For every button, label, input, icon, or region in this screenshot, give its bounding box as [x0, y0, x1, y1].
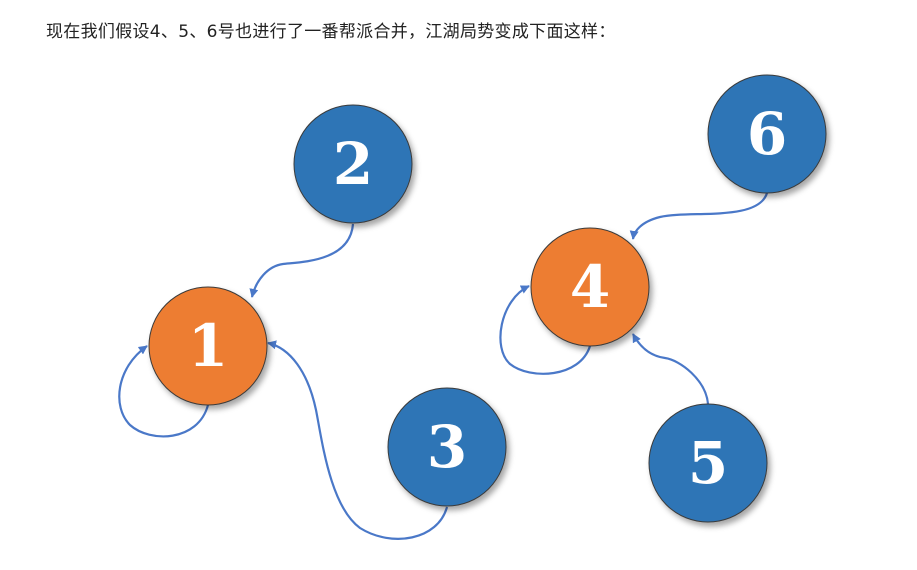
node-circle-4	[530, 227, 650, 347]
node-circle-1	[148, 286, 268, 406]
arrow-3-to-1	[267, 340, 449, 540]
node-circle-2	[293, 104, 413, 224]
node-4: 4	[530, 227, 650, 347]
node-3: 3	[387, 387, 507, 507]
arrow-6-to-4	[629, 192, 769, 240]
self-loop-arrow-1	[118, 345, 210, 438]
node-label-3: 3	[427, 413, 467, 481]
node-2: 2	[293, 104, 413, 224]
node-label-5: 5	[688, 429, 728, 497]
arrow-5-to-4	[632, 333, 710, 405]
node-1: 1	[148, 286, 268, 406]
node-label-1: 1	[188, 312, 228, 380]
node-6: 6	[707, 74, 827, 194]
node-circle-5	[648, 403, 768, 523]
node-circle-3	[387, 387, 507, 507]
node-5: 5	[648, 403, 768, 523]
node-label-4: 4	[570, 253, 610, 321]
arrow-2-to-1	[249, 223, 355, 298]
caption-text: 现在我们假设4、5、6号也进行了一番帮派合并，江湖局势变成下面这样：	[46, 22, 616, 42]
node-label-6: 6	[747, 100, 787, 168]
node-circle-6	[707, 74, 827, 194]
self-loop-arrow-4	[499, 285, 592, 375]
node-label-2: 2	[333, 130, 373, 198]
